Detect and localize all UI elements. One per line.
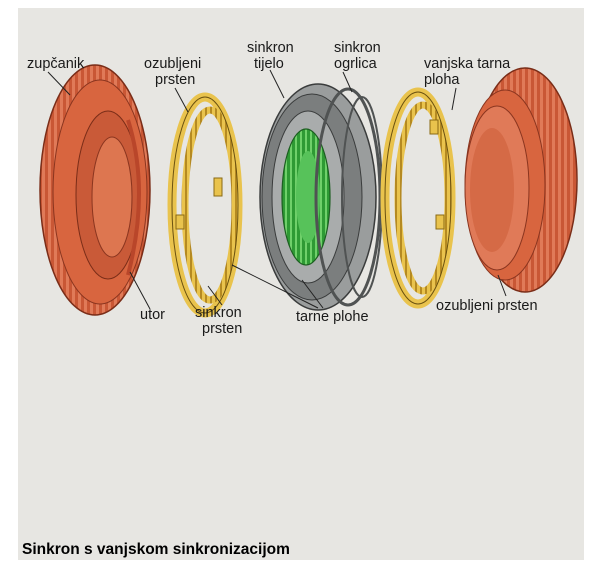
label-groove: utor bbox=[140, 307, 165, 323]
label-toothed-ring-line2: prsten bbox=[155, 72, 195, 88]
right-gear bbox=[465, 68, 577, 292]
label-synchro-collar-line2: ogrlica bbox=[334, 56, 378, 72]
left-synchro-ring bbox=[172, 97, 238, 313]
label-synchro-body-line1: sinkron bbox=[247, 40, 294, 56]
synchro-sleeve bbox=[260, 84, 382, 310]
figure-caption: Sinkron s vanjskom sinkronizacijom bbox=[22, 541, 290, 558]
label-toothed-ring-line1: ozubljeni bbox=[144, 56, 201, 72]
label-gear: zupčanik bbox=[27, 56, 85, 72]
label-synchro-ring-line1: sinkron bbox=[195, 305, 242, 321]
label-toothed-ring-right: ozubljeni prsten bbox=[436, 298, 538, 314]
label-synchro-ring-line2: prsten bbox=[202, 321, 242, 337]
label-friction-surfaces: tarne plohe bbox=[296, 309, 369, 325]
label-outer-friction-line2: ploha bbox=[424, 72, 460, 88]
label-outer-friction-line1: vanjska tarna bbox=[424, 56, 511, 72]
label-synchro-collar-line1: sinkron bbox=[334, 40, 381, 56]
right-synchro-ring bbox=[385, 92, 451, 304]
label-synchro-body-line2: tijelo bbox=[254, 56, 284, 72]
